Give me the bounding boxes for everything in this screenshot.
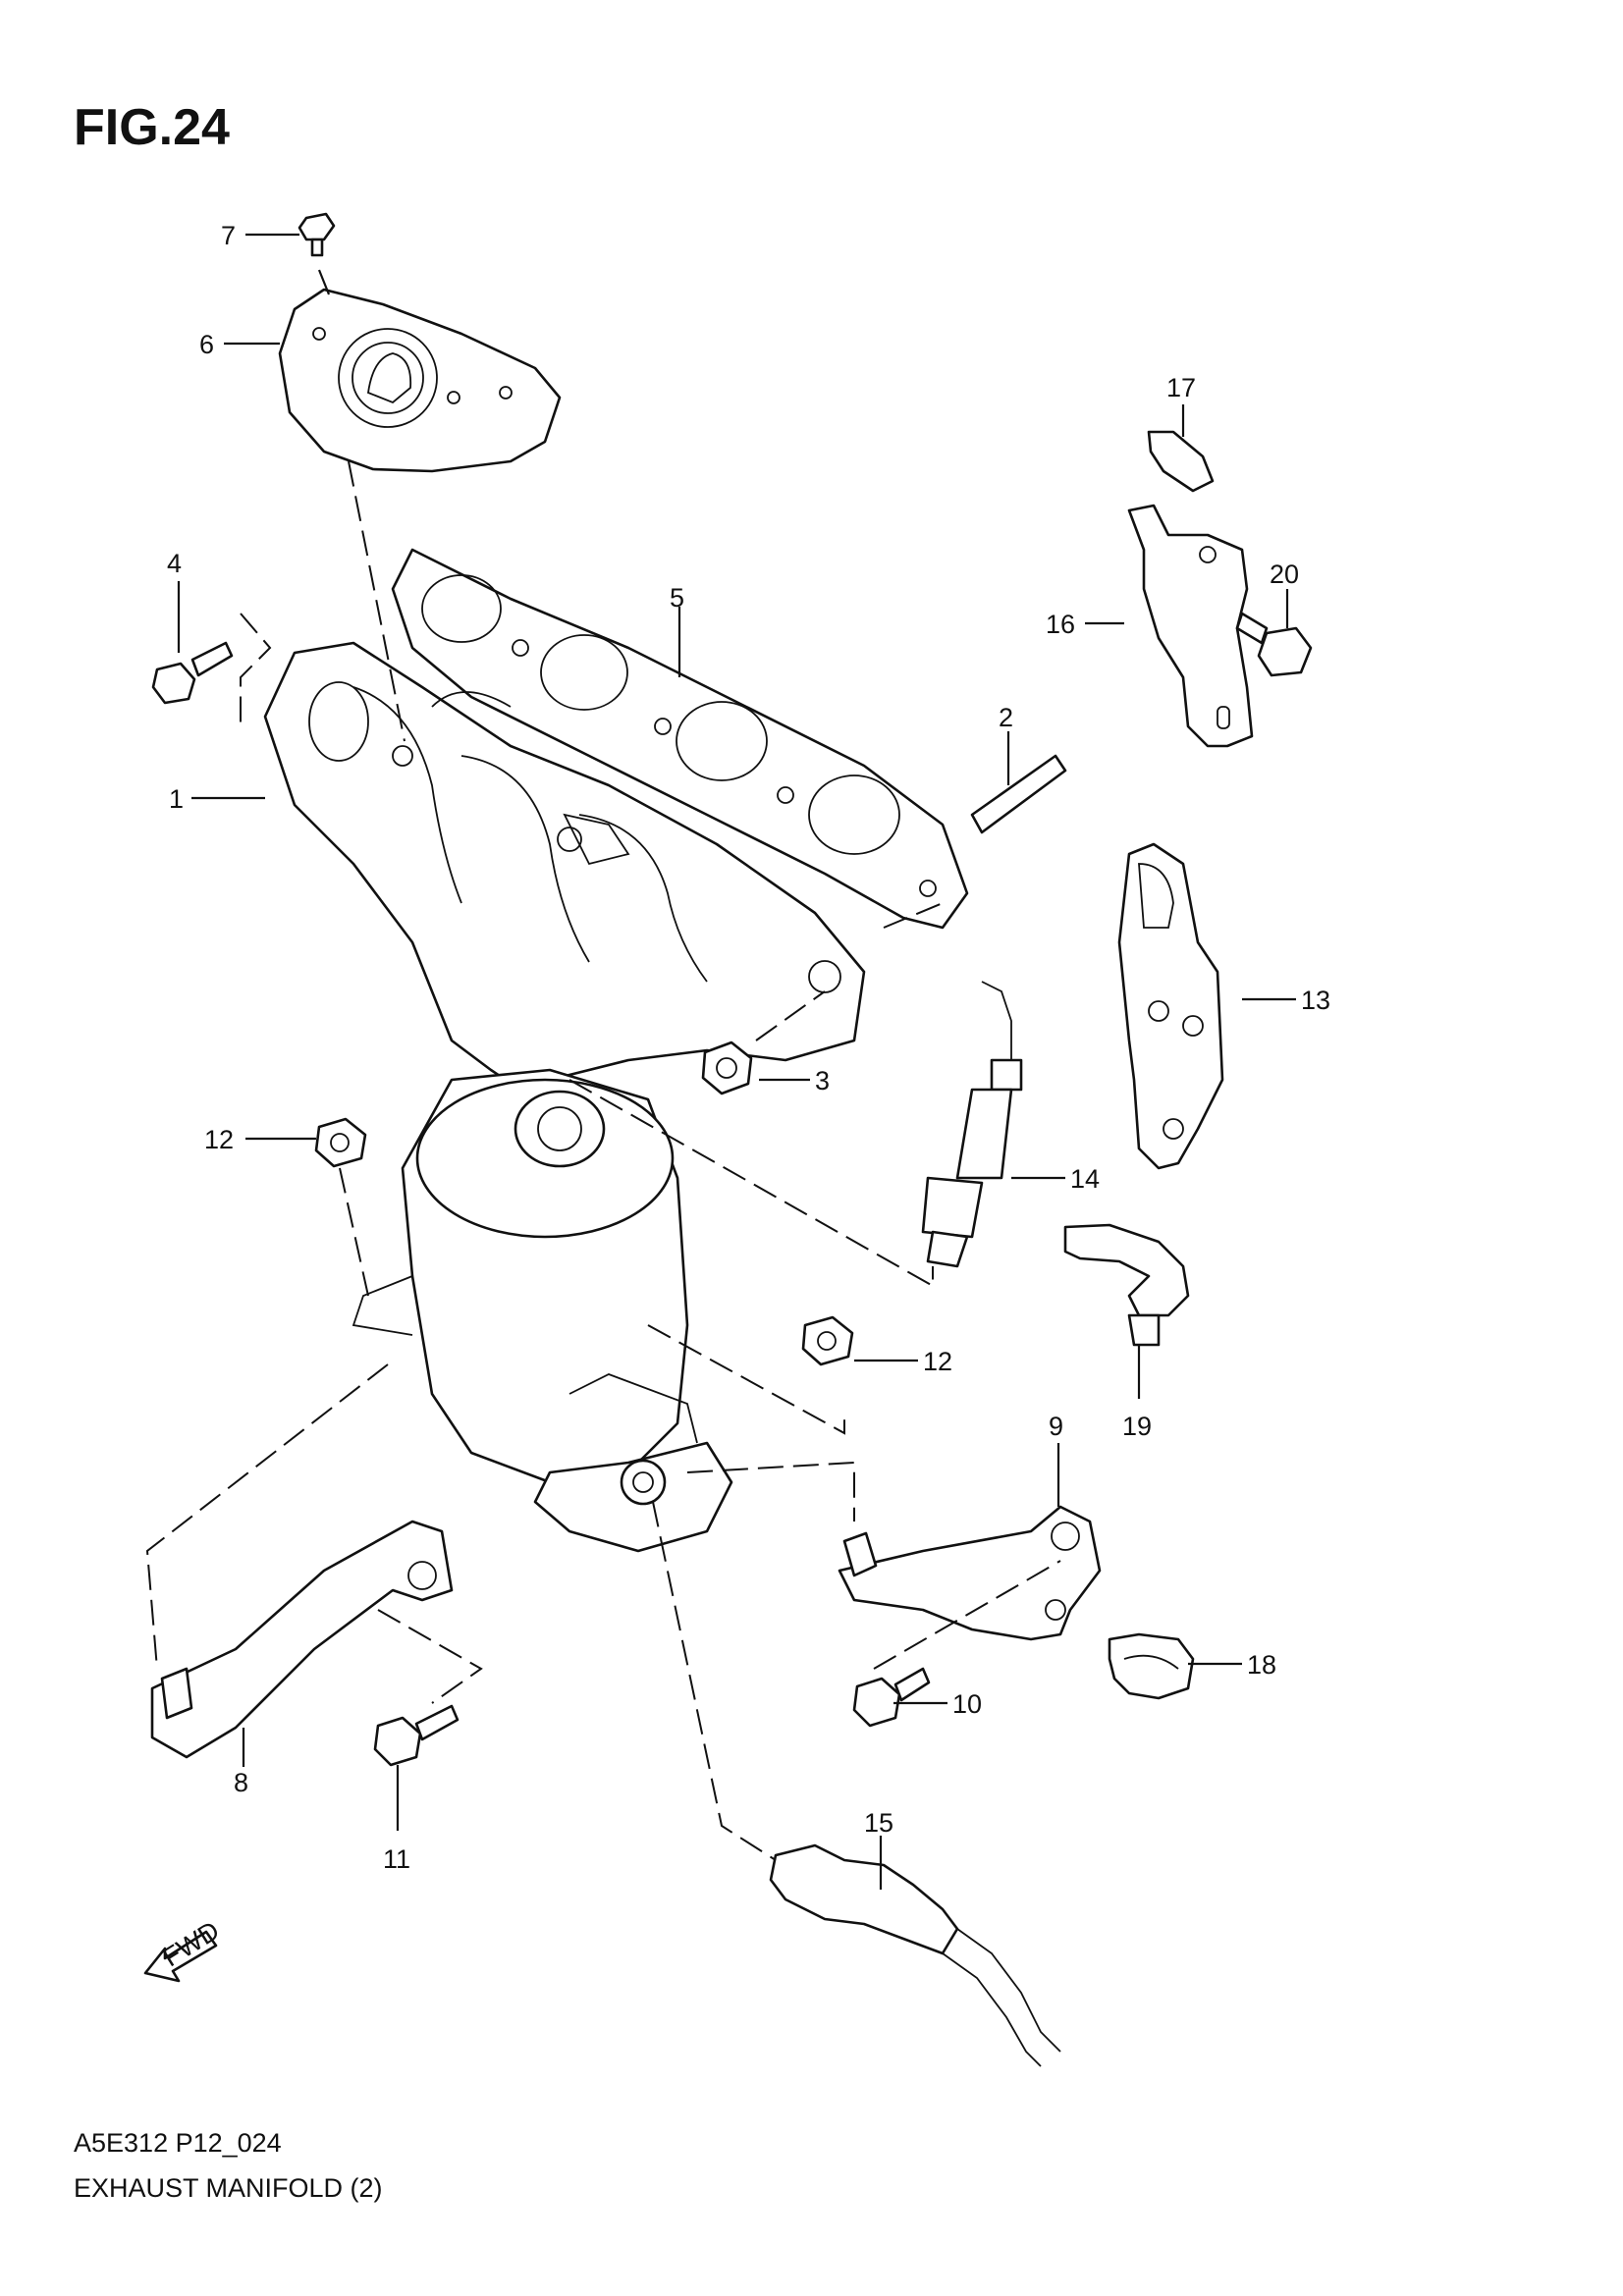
callout-16: 16 <box>1046 610 1075 639</box>
callout-4: 4 <box>167 549 182 578</box>
callout-7: 7 <box>221 221 236 250</box>
nut-12-upper-part <box>314 1117 367 1168</box>
heat-shield-part <box>278 288 562 473</box>
bolt-10-part <box>852 1667 931 1728</box>
callout-leaders <box>177 233 1296 1890</box>
bracket-9-part <box>838 1505 1102 1641</box>
bracket-8-part <box>150 1520 454 1759</box>
bolt-20-part <box>1235 612 1313 677</box>
bolt-4-part <box>151 641 234 705</box>
callout-9: 9 <box>1049 1412 1063 1441</box>
figure-name: EXHAUST MANIFOLD (2) <box>74 2173 383 2203</box>
callout-5: 5 <box>670 583 684 613</box>
callout-18: 18 <box>1247 1650 1276 1680</box>
callout-10: 10 <box>952 1689 982 1719</box>
clamp-18-part <box>1108 1632 1195 1700</box>
callout-14: 14 <box>1070 1164 1100 1194</box>
callout-8: 8 <box>234 1768 248 1797</box>
figure-code: A5E312 P12_024 <box>74 2128 282 2158</box>
callout-20: 20 <box>1270 560 1299 589</box>
callout-19: 19 <box>1122 1412 1152 1441</box>
nut-3-part <box>701 1041 753 1095</box>
callout-numbers: 7 6 4 5 2 1 3 12 13 14 12 9 19 18 10 8 1… <box>167 221 1330 1874</box>
bracket-16-part <box>1127 504 1254 748</box>
fwd-arrow-icon: FWD <box>143 1915 225 1983</box>
callout-15: 15 <box>864 1808 893 1838</box>
callout-11: 11 <box>383 1844 410 1874</box>
callout-13: 13 <box>1301 986 1330 1015</box>
clamp-19-part <box>1063 1223 1190 1347</box>
bolt-7-part <box>298 212 336 295</box>
nut-12-lower-part <box>801 1315 854 1366</box>
callout-12-lower: 12 <box>923 1347 952 1376</box>
callout-3: 3 <box>815 1066 830 1095</box>
callout-1: 1 <box>169 784 184 814</box>
gasket-part <box>391 548 969 930</box>
callout-2: 2 <box>999 703 1013 732</box>
clip-17-part <box>1147 430 1215 493</box>
assembly-guide-lines <box>145 460 1061 1861</box>
fwd-arrow-label: FWD <box>157 1915 224 1972</box>
exhaust-manifold-part <box>263 641 866 1553</box>
callout-17: 17 <box>1166 373 1196 402</box>
bracket-13-part <box>1117 842 1224 1170</box>
oxygen-sensor-15-part <box>769 1843 1061 2067</box>
callout-6: 6 <box>199 330 214 359</box>
figure-title: FIG.24 <box>74 99 230 156</box>
oxygen-sensor-14-part <box>921 981 1023 1268</box>
stud-2-part <box>970 754 1067 834</box>
bolt-11-part <box>373 1704 460 1767</box>
callout-12-upper: 12 <box>204 1125 234 1154</box>
